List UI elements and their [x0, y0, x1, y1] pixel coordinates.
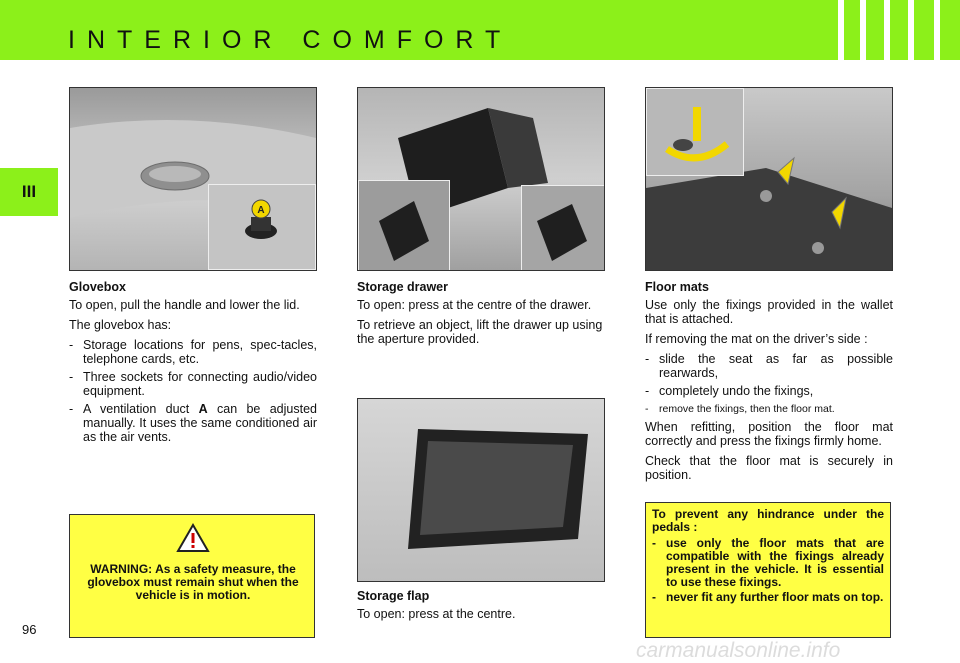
- drawer-inset-right: [521, 185, 604, 270]
- header-stripe: [884, 0, 890, 60]
- header-stripe: [934, 0, 940, 60]
- storage-drawer-retrieve-text: To retrieve an object, lift the drawer u…: [357, 318, 603, 346]
- floor-mats-check-text: Check that the floor mat is securely in …: [645, 454, 893, 482]
- header-stripe: [860, 0, 866, 60]
- list-item: -Storage locations for pens, spec-tacles…: [69, 338, 317, 366]
- fixing-inset: [646, 88, 744, 176]
- storage-drawer-heading: Storage drawer: [357, 280, 449, 294]
- watermark: carmanualsonline.info: [636, 639, 841, 662]
- list-item: -completely undo the fixings,: [645, 384, 814, 398]
- glovebox-heading: Glovebox: [69, 280, 126, 294]
- ventilation-inset: A: [208, 184, 316, 270]
- glovebox-has-text: The glovebox has:: [69, 318, 172, 332]
- list-item: -Three sockets for connecting audio/vide…: [69, 370, 317, 398]
- warning-box: WARNING: As a safety measure, the gloveb…: [69, 514, 315, 638]
- floor-mats-use-text: Use only the fixings provided in the wal…: [645, 298, 893, 326]
- list-item: -remove the fixings, then the floor mat.: [645, 403, 835, 415]
- list-item: -use only the floor mats that are compat…: [652, 536, 884, 589]
- drawer-detail-right: [537, 204, 587, 261]
- floor-mats-section: Floor mats Use only the fixings provided…: [645, 280, 893, 488]
- warning-triangle-icon: [176, 523, 210, 552]
- floor-mats-refit-text: When refitting, position the floor mat c…: [645, 420, 893, 448]
- floor-mats-photo: [645, 87, 893, 271]
- list-item: - A ventilation duct A can be adjusted m…: [69, 402, 317, 444]
- list-item: -never fit any further floor mats on top…: [652, 590, 884, 604]
- floor-mat-illustration: [646, 156, 892, 270]
- storage-flap-illustration: [408, 429, 588, 549]
- header-stripe: [838, 0, 844, 60]
- vent-knob-icon: A: [209, 185, 315, 269]
- storage-flap-heading: Storage flap: [357, 589, 430, 603]
- glovebox-open-text: To open, pull the handle and lower the l…: [69, 298, 300, 312]
- warning-text: WARNING: As a safety measure, the gloveb…: [87, 562, 299, 602]
- chapter-tab: III: [0, 168, 58, 216]
- storage-drawer-section: Storage drawer To open: press at the cen…: [357, 280, 605, 352]
- storage-flap-photo: [357, 398, 605, 582]
- floor-mats-heading: Floor mats: [645, 280, 709, 294]
- header-bar: INTERIOR COMFORT: [0, 0, 960, 60]
- list-item: -slide the seat as far as possible rearw…: [645, 352, 893, 380]
- vent-label: A: [257, 205, 264, 216]
- page-title: INTERIOR COMFORT: [68, 26, 513, 54]
- storage-flap-open-text: To open: press at the centre.: [357, 607, 516, 621]
- glovebox-section: Glovebox To open, pull the handle and lo…: [69, 280, 317, 448]
- storage-drawer-photo: [357, 87, 605, 271]
- pedal-warning-intro: To prevent any hindrance under the pedal…: [652, 507, 884, 534]
- drawer-inset-left: [358, 180, 450, 270]
- floor-mats-removing-text: If removing the mat on the driver’s side…: [645, 332, 868, 346]
- storage-drawer-open-text: To open: press at the centre of the draw…: [357, 298, 592, 312]
- header-stripe: [908, 0, 914, 60]
- page-number: 96: [22, 622, 37, 637]
- glovebox-photo: A: [69, 87, 317, 271]
- drawer-detail-left: [379, 201, 429, 261]
- storage-flap-section: Storage flap To open: press at the centr…: [357, 589, 605, 627]
- twist-fixing-icon: [665, 107, 730, 162]
- pedal-warning-box: To prevent any hindrance under the pedal…: [645, 502, 891, 638]
